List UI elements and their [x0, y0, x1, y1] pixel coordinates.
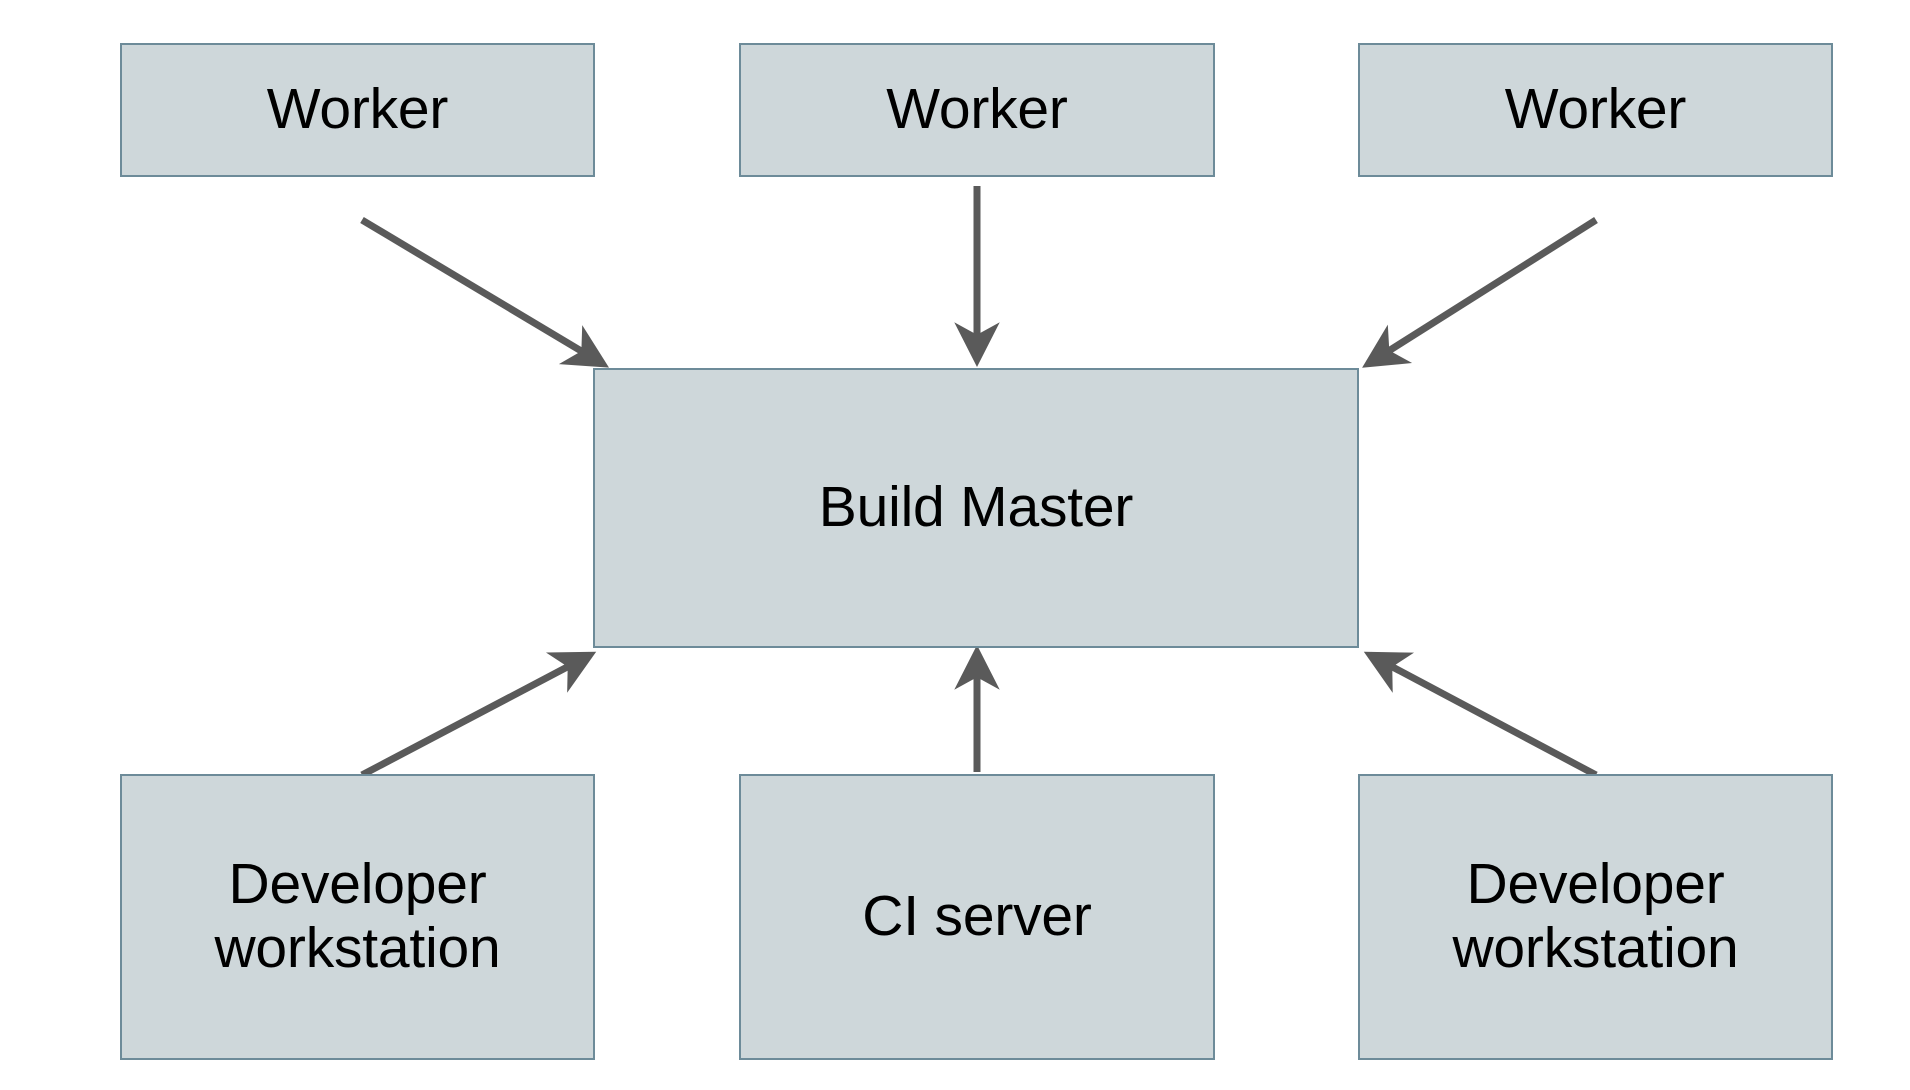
node-build-master[interactable]: Build Master — [593, 368, 1359, 648]
node-label: Developer workstation — [1452, 852, 1739, 980]
node-developer-workstation-left[interactable]: Developer workstation — [120, 774, 595, 1060]
node-worker-right[interactable]: Worker — [1358, 43, 1833, 177]
node-label: Developer workstation — [214, 852, 501, 980]
node-label: Worker — [266, 77, 449, 142]
edge-worker-right-to-master — [1362, 217, 1598, 368]
edge-devws-right-to-master — [1363, 651, 1598, 779]
node-label: Build Master — [818, 475, 1134, 540]
arrow-group — [360, 186, 1598, 779]
edge-devws-left-to-master — [360, 651, 597, 779]
node-label: Worker — [1504, 77, 1687, 142]
node-developer-workstation-right[interactable]: Developer workstation — [1358, 774, 1833, 1060]
node-worker-center[interactable]: Worker — [739, 43, 1215, 177]
node-label: Worker — [886, 77, 1068, 142]
node-ci-server[interactable]: CI server — [739, 774, 1215, 1060]
node-label: CI server — [862, 884, 1092, 949]
edge-worker-left-to-master — [360, 216, 610, 368]
node-worker-left[interactable]: Worker — [120, 43, 595, 177]
